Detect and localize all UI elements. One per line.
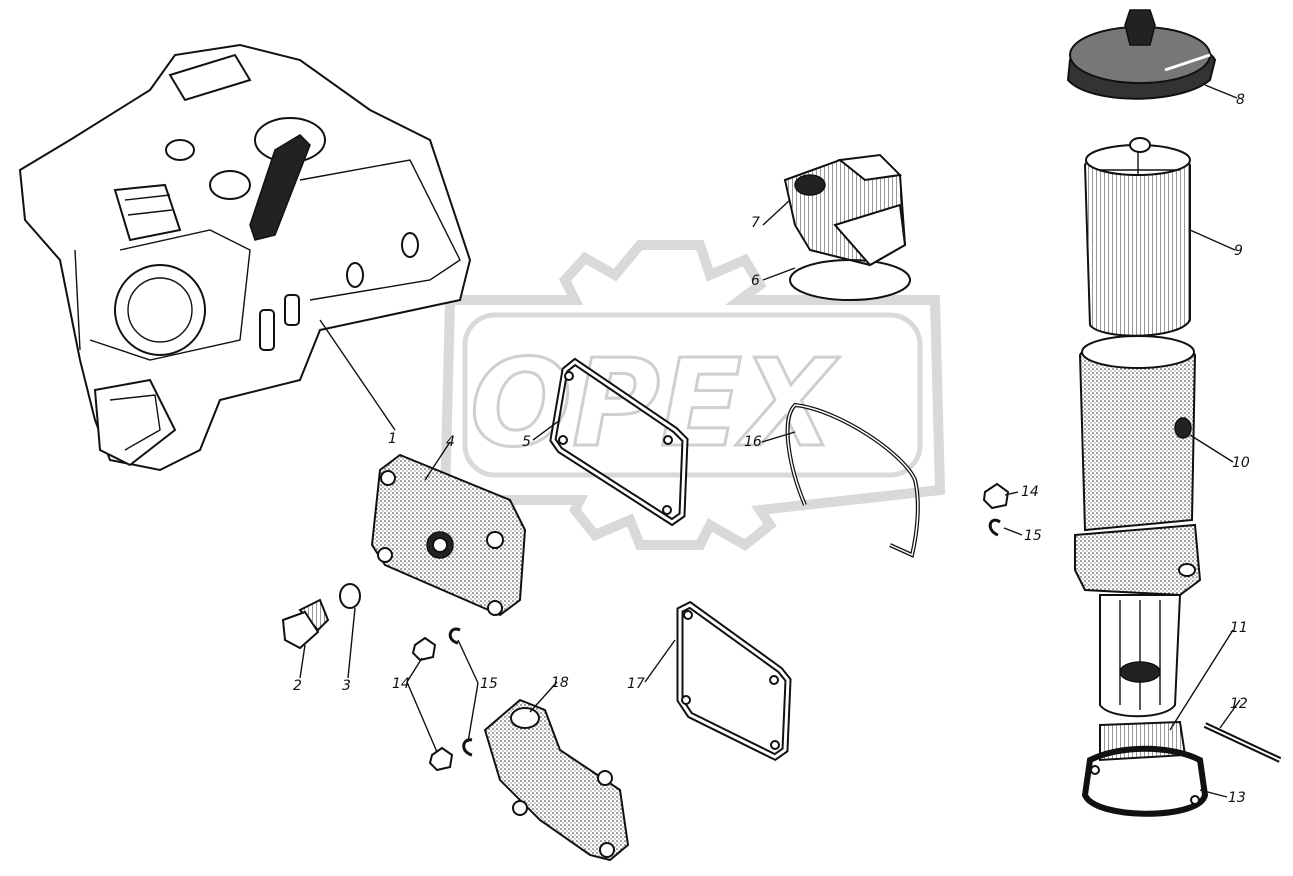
callout-10: 10 bbox=[1232, 455, 1250, 471]
filter-element bbox=[1083, 137, 1191, 337]
callout-9: 9 bbox=[1234, 243, 1243, 259]
callout-14-left: 14 bbox=[392, 676, 410, 692]
washer-a bbox=[448, 627, 461, 645]
nut-c bbox=[982, 482, 1010, 510]
flange-gasket bbox=[1081, 745, 1209, 817]
washer-b bbox=[462, 738, 473, 757]
callout-8: 8 bbox=[1236, 92, 1245, 108]
leader-lines bbox=[299, 84, 1241, 798]
callout-1: 1 bbox=[388, 431, 397, 447]
bracket bbox=[483, 698, 630, 862]
callout-11: 11 bbox=[1230, 620, 1248, 636]
filler-neck bbox=[783, 153, 907, 267]
filler-tube bbox=[1074, 335, 1202, 718]
callout-3: 3 bbox=[342, 678, 351, 694]
callout-6: 6 bbox=[751, 273, 760, 289]
callout-12: 12 bbox=[1230, 696, 1248, 712]
watermark-gear bbox=[439, 240, 946, 552]
callout-18: 18 bbox=[551, 675, 569, 691]
callout-labels: 1 2 3 4 5 6 7 8 9 10 11 12 13 14 14 15 1… bbox=[293, 92, 1250, 806]
spring-wire bbox=[785, 402, 920, 558]
callout-16: 16 bbox=[744, 434, 762, 450]
callout-5: 5 bbox=[522, 434, 531, 450]
nut-b bbox=[428, 746, 454, 772]
callout-13: 13 bbox=[1228, 790, 1246, 806]
callout-7: 7 bbox=[751, 215, 760, 231]
watermark: OPEX bbox=[439, 240, 946, 552]
breather-cap bbox=[1066, 9, 1217, 100]
cover-plate bbox=[370, 453, 527, 617]
watermark-text: OPEX bbox=[470, 335, 840, 474]
gearbox-housing bbox=[18, 43, 472, 472]
callout-4: 4 bbox=[446, 434, 455, 450]
callout-15-right: 15 bbox=[1024, 528, 1042, 544]
callout-17: 17 bbox=[627, 676, 645, 692]
callout-15-left: 15 bbox=[480, 676, 498, 692]
sealing-ring-6 bbox=[789, 259, 911, 301]
nut-a bbox=[411, 636, 437, 662]
washer-c bbox=[988, 518, 1001, 537]
drain-plug bbox=[281, 598, 330, 650]
callout-14-right: 14 bbox=[1021, 484, 1039, 500]
gasket-5 bbox=[549, 357, 689, 527]
sealing-ring-3 bbox=[339, 583, 361, 609]
callout-2: 2 bbox=[293, 678, 302, 694]
gasket-17 bbox=[676, 600, 792, 762]
